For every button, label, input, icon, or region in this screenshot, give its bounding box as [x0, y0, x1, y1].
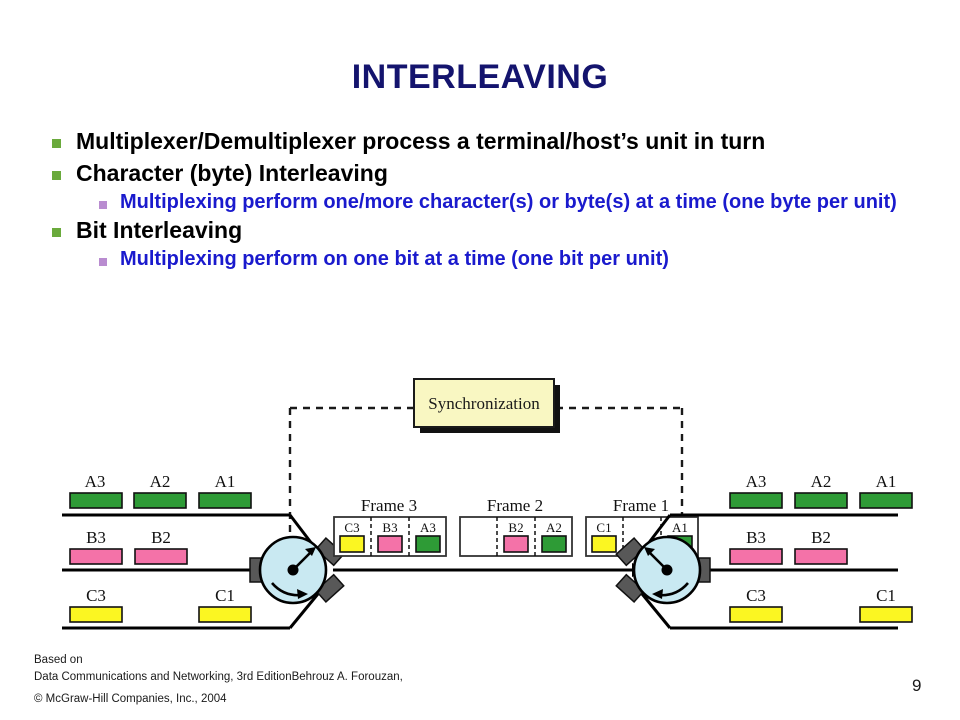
sub-bullet-square-icon — [99, 201, 107, 210]
list-item: Multiplexing perform one/more character(… — [99, 191, 922, 215]
interleaving-diagram: Synchronization A3 A2 A1 — [0, 365, 960, 650]
frame-slot-block — [503, 535, 529, 553]
frame-label: Frame 3 — [361, 496, 417, 515]
data-unit-block — [794, 492, 848, 509]
source-footer: Based on Data Communications and Network… — [34, 652, 403, 708]
bullet-text: Bit Interleaving — [76, 216, 243, 243]
bullet-text: Character (byte) Interleaving — [76, 159, 388, 186]
frame-2: Frame 2 B2 A2 — [459, 496, 573, 557]
frame-slot-label: B2 — [508, 520, 523, 535]
data-unit-block — [729, 492, 783, 509]
demultiplexer-channel-b: B3 B2 — [729, 528, 848, 565]
sub-bullet-square-icon — [99, 258, 107, 267]
demultiplexer-channel-a: A3 A2 A1 — [729, 472, 913, 509]
multiplexer-channel-c: C3 C1 — [69, 586, 252, 623]
data-unit-block — [69, 492, 123, 509]
demultiplexer-channel-c: C3 C1 — [729, 586, 913, 623]
footer-copyright: © McGraw-Hill Companies, Inc., 2004 — [34, 693, 227, 706]
unit-label: C3 — [746, 586, 766, 605]
unit-label: A2 — [150, 472, 171, 491]
bullet-text: Multiplexer/Demultiplexer process a term… — [76, 128, 766, 154]
frame-slot-label: B3 — [382, 520, 397, 535]
unit-label: C1 — [215, 586, 235, 605]
frame-slot-block — [377, 535, 403, 553]
data-unit-block — [794, 548, 848, 565]
data-unit-block — [859, 606, 913, 623]
data-unit-block — [69, 606, 123, 623]
footer-line-2: Data Communications and Networking, 3rd … — [34, 670, 403, 683]
bullet-square-icon — [52, 170, 61, 180]
multiplexer-group: A3 A2 A1 B3 B2 C3 — [62, 472, 345, 630]
multiplexer-rotary-switch — [249, 535, 345, 605]
unit-label: B2 — [811, 528, 831, 547]
frame-slot-label: A3 — [420, 520, 436, 535]
frame-slot-block — [339, 535, 365, 553]
bullet-square-icon — [52, 227, 61, 237]
frame-label: Frame 2 — [487, 496, 543, 515]
multiplexer-channel-b: B3 B2 — [69, 528, 188, 565]
data-unit-block — [198, 606, 252, 623]
frame-slot-label: C3 — [344, 520, 359, 535]
frame-label: Frame 1 — [613, 496, 669, 515]
data-unit-block — [69, 548, 123, 565]
unit-label: A3 — [746, 472, 767, 491]
frame-slot-label: A2 — [546, 520, 562, 535]
unit-label: A2 — [811, 472, 832, 491]
multiplexer-channel-a: A3 A2 A1 — [69, 472, 252, 509]
demultiplexer-rotary-switch — [615, 535, 711, 605]
demultiplexer-group: A3 A2 A1 B3 B2 C3 — [615, 472, 913, 630]
sub-bullet-text: Multiplexing perform one/more character(… — [120, 191, 897, 214]
frame-3: Frame 3 C3 B3 A3 — [333, 496, 447, 557]
synchronization-dashed-path — [288, 406, 684, 575]
unit-label: C3 — [86, 586, 106, 605]
page-title: INTERLEAVING — [351, 58, 609, 96]
frame-slot-label: C1 — [596, 520, 611, 535]
page-number: 9 — [912, 676, 922, 695]
data-unit-block — [729, 548, 783, 565]
bullet-square-icon — [52, 139, 61, 148]
demultiplexer-channel-lines — [636, 513, 898, 630]
data-unit-block — [133, 492, 187, 509]
list-item: Bit Interleaving — [52, 217, 922, 245]
frame-slot-label: A1 — [672, 520, 688, 535]
frame-slot-block — [415, 535, 441, 553]
list-item: Multiplexing perform on one bit at a tim… — [99, 248, 922, 272]
footer-line-1: Based on — [34, 654, 83, 666]
unit-label: C1 — [876, 586, 896, 605]
synchronization-box: Synchronization — [413, 378, 560, 433]
unit-label: B3 — [746, 528, 766, 547]
data-unit-block — [198, 492, 252, 509]
list-item: Multiplexer/Demultiplexer process a term… — [52, 128, 922, 156]
unit-label: A1 — [876, 472, 897, 491]
sub-bullet-text: Multiplexing perform on one bit at a tim… — [120, 248, 669, 271]
unit-label: B2 — [151, 528, 171, 547]
unit-label: A1 — [215, 472, 236, 491]
unit-label: A3 — [85, 472, 106, 491]
frame-slot-block — [541, 535, 567, 553]
bullet-list: Multiplexer/Demultiplexer process a term… — [52, 128, 922, 274]
frame-slot-block — [591, 535, 617, 553]
synchronization-label: Synchronization — [428, 394, 540, 413]
list-item: Character (byte) Interleaving — [52, 160, 922, 188]
data-unit-block — [134, 548, 188, 565]
data-unit-block — [859, 492, 913, 509]
data-unit-block — [729, 606, 783, 623]
unit-label: B3 — [86, 528, 106, 547]
